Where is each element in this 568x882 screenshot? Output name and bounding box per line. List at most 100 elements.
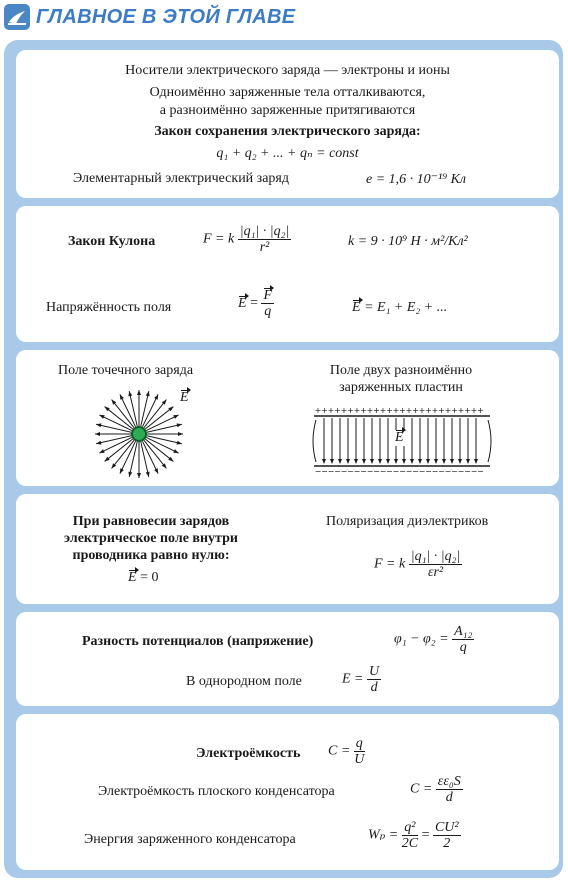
field-line-arrow	[154, 468, 159, 474]
plus-sign: +	[445, 408, 452, 415]
point-charge-diagram	[95, 390, 183, 478]
plus-sign: +	[406, 408, 413, 415]
field-line-arrow	[176, 440, 182, 445]
plates-field-diagram: +−+−+−+−+−+−+−+−+−+−+−+−+−+−+−+−+−+−+−+−…	[312, 408, 492, 474]
minus-sign: −	[464, 467, 471, 474]
coulomb-constant: k = 9 · 10⁹ Н · м²/Кл²	[348, 234, 468, 249]
field-line-arrow	[178, 432, 183, 436]
rule-line-1: Одноимённо заряженные тела отталкиваются…	[149, 85, 426, 100]
field-line-arrow	[128, 471, 133, 477]
field-line	[143, 399, 167, 429]
minus-sign: −	[380, 467, 387, 474]
field-line	[143, 439, 167, 469]
uniform-field-label: В однородном поле	[186, 674, 302, 689]
field-line-arrow	[119, 394, 124, 400]
potential-section: Разность потенциалов (напряжение) φ₁ − φ…	[16, 612, 559, 706]
field-line	[95, 423, 132, 433]
plus-sign: +	[438, 408, 445, 415]
edge-field-line	[312, 419, 317, 463]
point-charge-title: Поле точечного заряда	[58, 363, 194, 378]
plate-field-arrow	[354, 459, 358, 464]
plus-sign: +	[393, 408, 400, 415]
field-line	[128, 390, 138, 427]
minus-sign: −	[458, 467, 465, 474]
plus-sign: +	[360, 408, 367, 415]
plus-sign: +	[367, 408, 374, 415]
plus-sign: +	[425, 408, 432, 415]
elementary-charge-label: Элементарный электрический заряд	[73, 171, 289, 186]
plate-field-arrow	[418, 459, 422, 464]
plate-field-arrow	[330, 459, 334, 464]
plate-field-arrow	[322, 459, 326, 464]
coulomb-law-label: Закон Кулона	[68, 234, 156, 249]
plate-field-arrow	[410, 459, 414, 464]
field-line-arrow	[99, 449, 105, 454]
minus-sign: −	[451, 467, 458, 474]
field-line-arrow	[119, 468, 124, 474]
plus-sign: +	[477, 408, 484, 415]
plus-sign: +	[341, 408, 348, 415]
plate-field-arrow	[362, 459, 366, 464]
edge-field-line	[487, 419, 492, 463]
conservation-law-title: Закон сохранения электрического заряда:	[154, 124, 421, 139]
book-logo-icon	[4, 4, 30, 30]
field-line-arrow	[111, 399, 117, 405]
minus-sign: −	[419, 467, 426, 474]
plate-field-arrow	[458, 459, 462, 464]
field-line-arrow	[104, 456, 110, 462]
minus-sign: −	[425, 467, 432, 474]
field-line-arrow	[96, 423, 102, 428]
field-line-arrow	[154, 394, 159, 400]
field-line	[140, 441, 150, 478]
field-line-arrow	[161, 463, 167, 469]
plate-field-arrow	[434, 459, 438, 464]
minus-sign: −	[347, 467, 354, 474]
field-line-arrow	[95, 432, 100, 436]
field-line	[119, 440, 136, 474]
field-line-arrow	[168, 406, 174, 412]
plate-field-arrow	[386, 459, 390, 464]
field-line-arrow	[161, 399, 167, 405]
plate-field-arrow	[442, 459, 446, 464]
plus-sign: +	[380, 408, 387, 415]
field-line-arrow	[145, 471, 150, 477]
minus-sign: −	[399, 467, 406, 474]
plate-field-arrow	[474, 459, 478, 464]
plus-sign: +	[451, 408, 458, 415]
point-field-e-label: E	[180, 387, 191, 405]
field-line-arrow	[137, 473, 141, 478]
plate-field-arrow	[338, 459, 342, 464]
carriers-text: Носители электрического заряда — электро…	[125, 63, 450, 78]
plus-sign: +	[354, 408, 361, 415]
minus-sign: −	[386, 467, 393, 474]
field-line	[111, 439, 135, 469]
plus-sign: +	[373, 408, 380, 415]
plus-sign: +	[347, 408, 354, 415]
potential-difference-label: Разность потенциалов (напряжение)	[82, 634, 314, 649]
equilibrium-line-1: При равновесии зарядов	[72, 514, 230, 529]
plus-sign: +	[464, 408, 471, 415]
flat-capacitor-label: Электроёмкость плоского конденсатора	[98, 784, 335, 799]
plates-title-1: Поле двух разноимённо	[329, 363, 473, 378]
plate-field-arrow	[466, 459, 470, 464]
minus-sign: −	[393, 467, 400, 474]
field-line	[145, 414, 179, 431]
plate-field-arrow	[394, 459, 398, 464]
conservation-law-formula: q₁ + q₂ + ... + qₙ = const	[216, 146, 359, 161]
plus-sign: +	[328, 408, 335, 415]
plate-field-arrow	[346, 459, 350, 464]
minus-sign: −	[334, 467, 341, 474]
plus-sign: +	[458, 408, 465, 415]
field-line	[95, 435, 132, 445]
field-strength-label: Напряжённость поля	[46, 300, 172, 315]
charge-section: Носители электрического заряда — электро…	[16, 50, 559, 198]
field-line-arrow	[173, 414, 179, 419]
minus-sign: −	[477, 467, 484, 474]
plus-sign: +	[315, 408, 322, 415]
field-line	[144, 406, 174, 430]
